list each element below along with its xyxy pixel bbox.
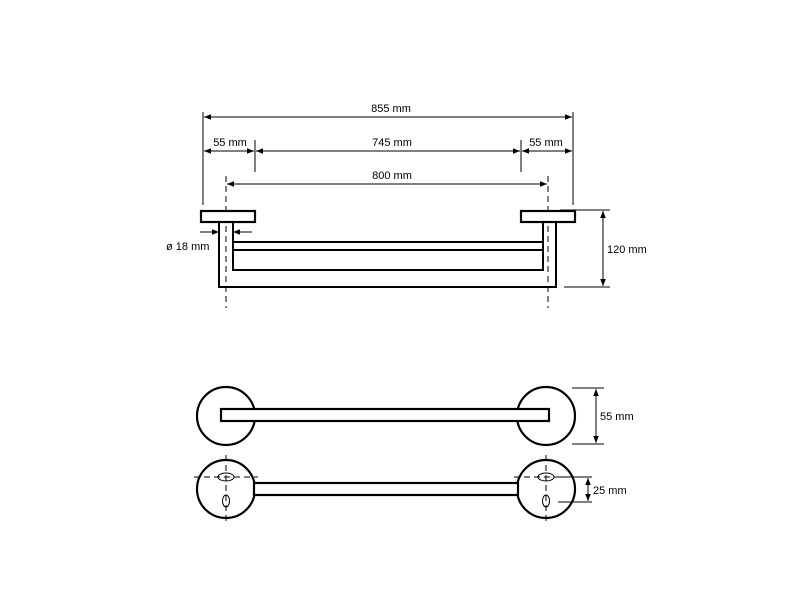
front-view: 855 mm 55 mm 745 mm 55 mm 800 mm ø 18 mm [166,103,647,308]
rail-frame-inner [232,222,544,271]
dimension-hole-spacing: 25 mm [593,485,627,497]
mounting-slot-left-bottom [222,494,230,508]
dimension-mount-spacing: 800 mm [372,170,412,182]
mounting-slot-right-top [537,472,555,482]
dimension-rail-span: 745 mm [372,137,412,149]
dimension-depth: 120 mm [607,244,647,256]
dimension-right-flange: 55 mm [529,137,563,149]
rail-bar-top-view [219,407,551,423]
rail-bar-back-view [252,481,520,497]
mounting-slot-left-top [217,472,235,482]
mounting-slot-right-bottom [542,494,550,508]
top-view: 55 mm [195,385,634,447]
back-view: 25 mm [194,455,627,522]
dimension-tube-diameter: ø 18 mm [166,241,209,253]
dimension-rosette-diameter: 55 mm [600,411,634,423]
dimension-left-flange: 55 mm [213,137,247,149]
rail-frame-outer [218,222,557,288]
flange-left [199,209,257,224]
flange-right [519,209,577,224]
dimension-overall-width: 855 mm [371,103,411,115]
